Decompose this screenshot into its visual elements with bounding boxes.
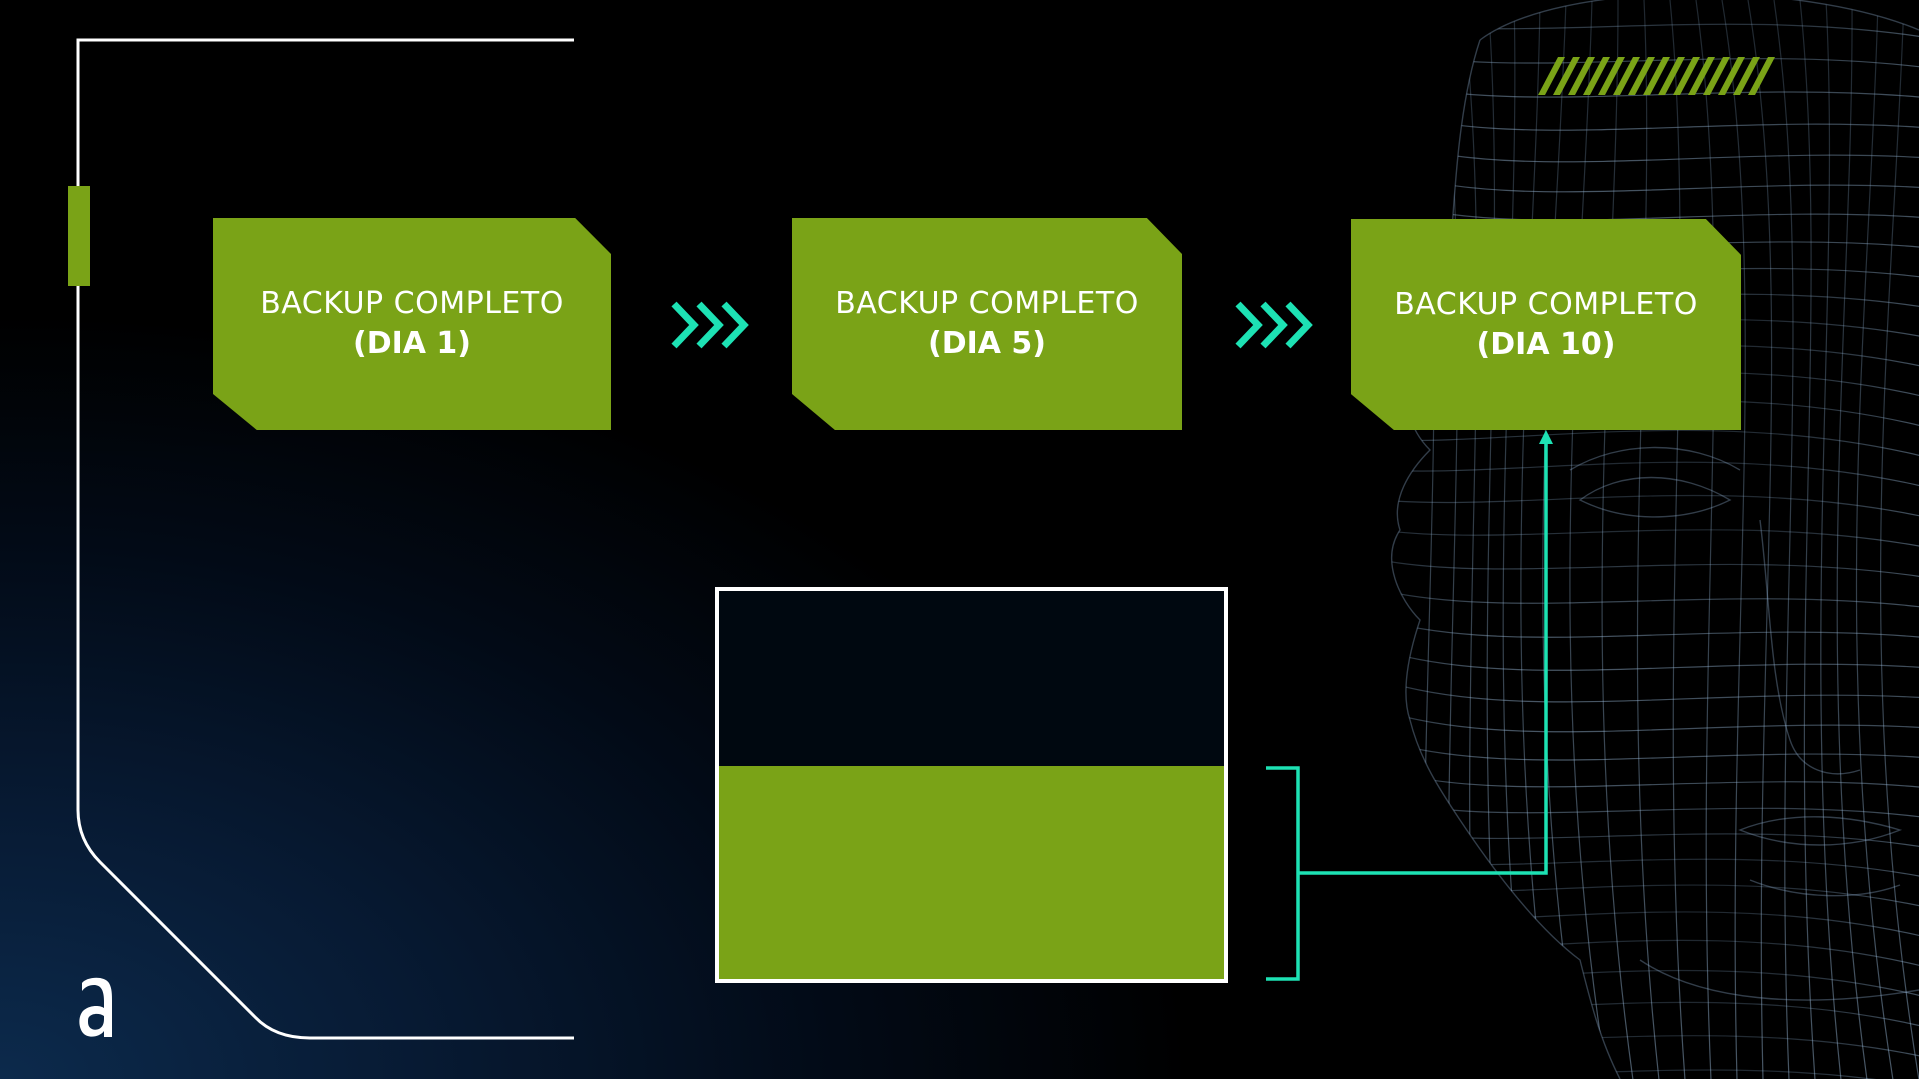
chevrons-1 bbox=[671, 301, 749, 349]
mesh-line bbox=[1391, 679, 1919, 703]
chevron-right-icon bbox=[721, 301, 749, 349]
chevron-right-icon bbox=[1235, 301, 1263, 349]
stripe bbox=[1703, 57, 1730, 95]
chevron-right-icon bbox=[1285, 301, 1313, 349]
step-day: (DIA 5) bbox=[927, 326, 1047, 361]
letter-a-logo bbox=[79, 977, 112, 1037]
stripe bbox=[1673, 57, 1700, 95]
mesh-line bbox=[1799, 0, 1816, 1079]
mesh-line bbox=[1391, 494, 1919, 519]
mesh-line bbox=[1391, 769, 1919, 789]
chevrons-2 bbox=[1235, 301, 1313, 349]
mesh-line bbox=[1669, 0, 1686, 1079]
mesh-line bbox=[1880, 0, 1919, 1079]
step-box-day-10: BACKUP COMPLETO (DIA 10) bbox=[1351, 219, 1741, 430]
mesh-line bbox=[1569, 0, 1608, 1079]
mesh-line bbox=[1773, 0, 1794, 1079]
mesh-line bbox=[1636, 0, 1660, 1079]
stripe bbox=[1718, 57, 1745, 95]
mesh-line bbox=[1391, 739, 1919, 761]
mesh-line bbox=[1601, 0, 1634, 1079]
mesh-line bbox=[1391, 559, 1919, 579]
mesh-line bbox=[1391, 619, 1919, 639]
mesh-line bbox=[1391, 429, 1919, 459]
chevron-right-icon bbox=[696, 301, 724, 349]
step-title: BACKUP COMPLETO bbox=[835, 286, 1139, 321]
bracket-connector bbox=[1266, 440, 1548, 981]
frame-outline bbox=[76, 38, 574, 1040]
stripe bbox=[1643, 57, 1670, 95]
mesh-line bbox=[1391, 529, 1919, 549]
mesh-line bbox=[1520, 0, 1556, 1079]
mesh-line bbox=[1391, 589, 1919, 609]
mesh-line bbox=[1836, 0, 1868, 1079]
arrow-up-icon bbox=[1539, 430, 1553, 444]
step-box-day-5: BACKUP COMPLETO (DIA 5) bbox=[792, 218, 1182, 430]
step-day: (DIA 10) bbox=[1476, 326, 1616, 362]
mesh-line bbox=[1721, 0, 1746, 1079]
mesh-line bbox=[1855, 0, 1894, 1079]
stripe bbox=[1598, 57, 1625, 95]
step-title: BACKUP COMPLETO bbox=[260, 286, 564, 321]
diagonal-stripes-decoration bbox=[1538, 57, 1775, 95]
stripe bbox=[1748, 57, 1775, 95]
stripe bbox=[1538, 57, 1565, 95]
chevron-right-icon bbox=[671, 301, 699, 349]
stripe bbox=[1658, 57, 1685, 95]
mesh-line bbox=[1391, 649, 1919, 671]
stripe bbox=[1688, 57, 1715, 95]
stripe bbox=[1583, 57, 1610, 95]
step-day: (DIA 1) bbox=[352, 326, 472, 361]
stripe bbox=[1568, 57, 1595, 95]
mesh-line bbox=[1820, 0, 1842, 1079]
step-title: BACKUP COMPLETO bbox=[1394, 286, 1698, 322]
mesh-line bbox=[1695, 0, 1715, 1079]
mesh-line bbox=[1747, 0, 1773, 1079]
storage-box-fill bbox=[719, 766, 1224, 979]
stripe bbox=[1613, 57, 1640, 95]
mesh-line bbox=[1391, 461, 1919, 489]
step-box-day-1: BACKUP COMPLETO (DIA 1) bbox=[213, 218, 611, 430]
mesh-line bbox=[1391, 709, 1919, 733]
stripe bbox=[1733, 57, 1760, 95]
stripe bbox=[1628, 57, 1655, 95]
frame-accent-tab bbox=[68, 186, 90, 286]
stripe bbox=[1553, 57, 1580, 95]
chevron-right-icon bbox=[1260, 301, 1288, 349]
mesh-line bbox=[1542, 0, 1582, 1079]
